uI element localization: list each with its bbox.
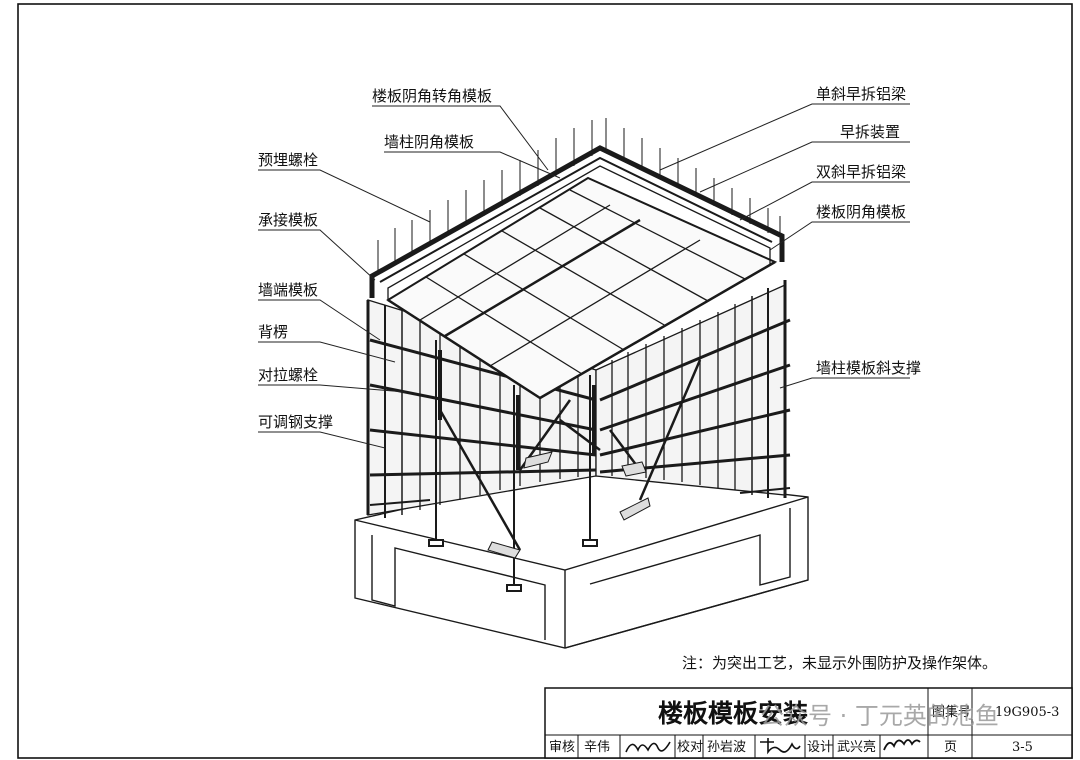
title-block: 楼板模板安装 图集号 19G905-3 审核 辛伟 校对 孙岩波 设计 武兴亮 … [544,687,1073,759]
embedded-bolts [377,118,781,275]
label-transfer-formwork: 承接模板 [258,211,318,229]
leader-lines [258,103,910,449]
atlas-number: 19G905-3 [995,705,1059,720]
label-early-removal-device: 早拆装置 [840,123,900,141]
checker-signature [760,738,801,755]
page-number: 3-5 [1012,740,1033,755]
design-label: 设计 [807,740,833,755]
corner-formwork [369,145,785,300]
review-label: 审核 [549,740,575,755]
check-label: 校对 [677,739,703,755]
drawing-title: 楼板模板安装 [658,699,808,728]
label-double-slope-aluminum-beam: 双斜早拆铝梁 [816,163,906,181]
reviewer-name: 辛伟 [584,740,610,755]
drawing-note: 注：为突出工艺，未显示外围防护及操作架体。 [682,654,997,672]
label-embedded-bolt: 预埋螺栓 [258,151,318,169]
label-slab-corner-turn-formwork: 楼板阴角转角模板 [372,87,492,105]
steel-props [428,340,598,592]
page-label: 页 [944,740,957,755]
designer-name: 武兴亮 [837,739,876,755]
label-wall-column-corner-formwork: 墙柱阴角模板 [384,133,474,151]
component-labels: 预埋螺栓 承接模板 墙端模板 背楞 对拉螺栓 可调钢支撑 楼板阴角转角模板 墙柱… [258,85,921,431]
label-wall-end-formwork: 墙端模板 [258,281,318,299]
label-tie-bolt: 对拉螺栓 [258,366,318,384]
slab-formwork [386,176,778,400]
designer-signature [883,739,921,751]
label-wall-column-diagonal-brace: 墙柱模板斜支撑 [816,359,921,377]
label-slab-corner-formwork: 楼板阴角模板 [816,203,906,221]
atlas-label: 图集号 [932,704,971,720]
label-adjustable-steel-prop: 可调钢支撑 [258,413,333,431]
watermark: 公众号 · 丁元英的池鱼 [760,702,999,730]
label-back-ridge: 背楞 [258,323,288,341]
wall-diagonal-braces [438,359,702,559]
right-wall-formwork [595,280,791,498]
reviewer-signature [625,741,671,753]
label-single-slope-aluminum-beam: 单斜早拆铝梁 [816,85,906,103]
checker-name: 孙岩波 [707,740,746,755]
formwork-illustration [354,118,809,649]
